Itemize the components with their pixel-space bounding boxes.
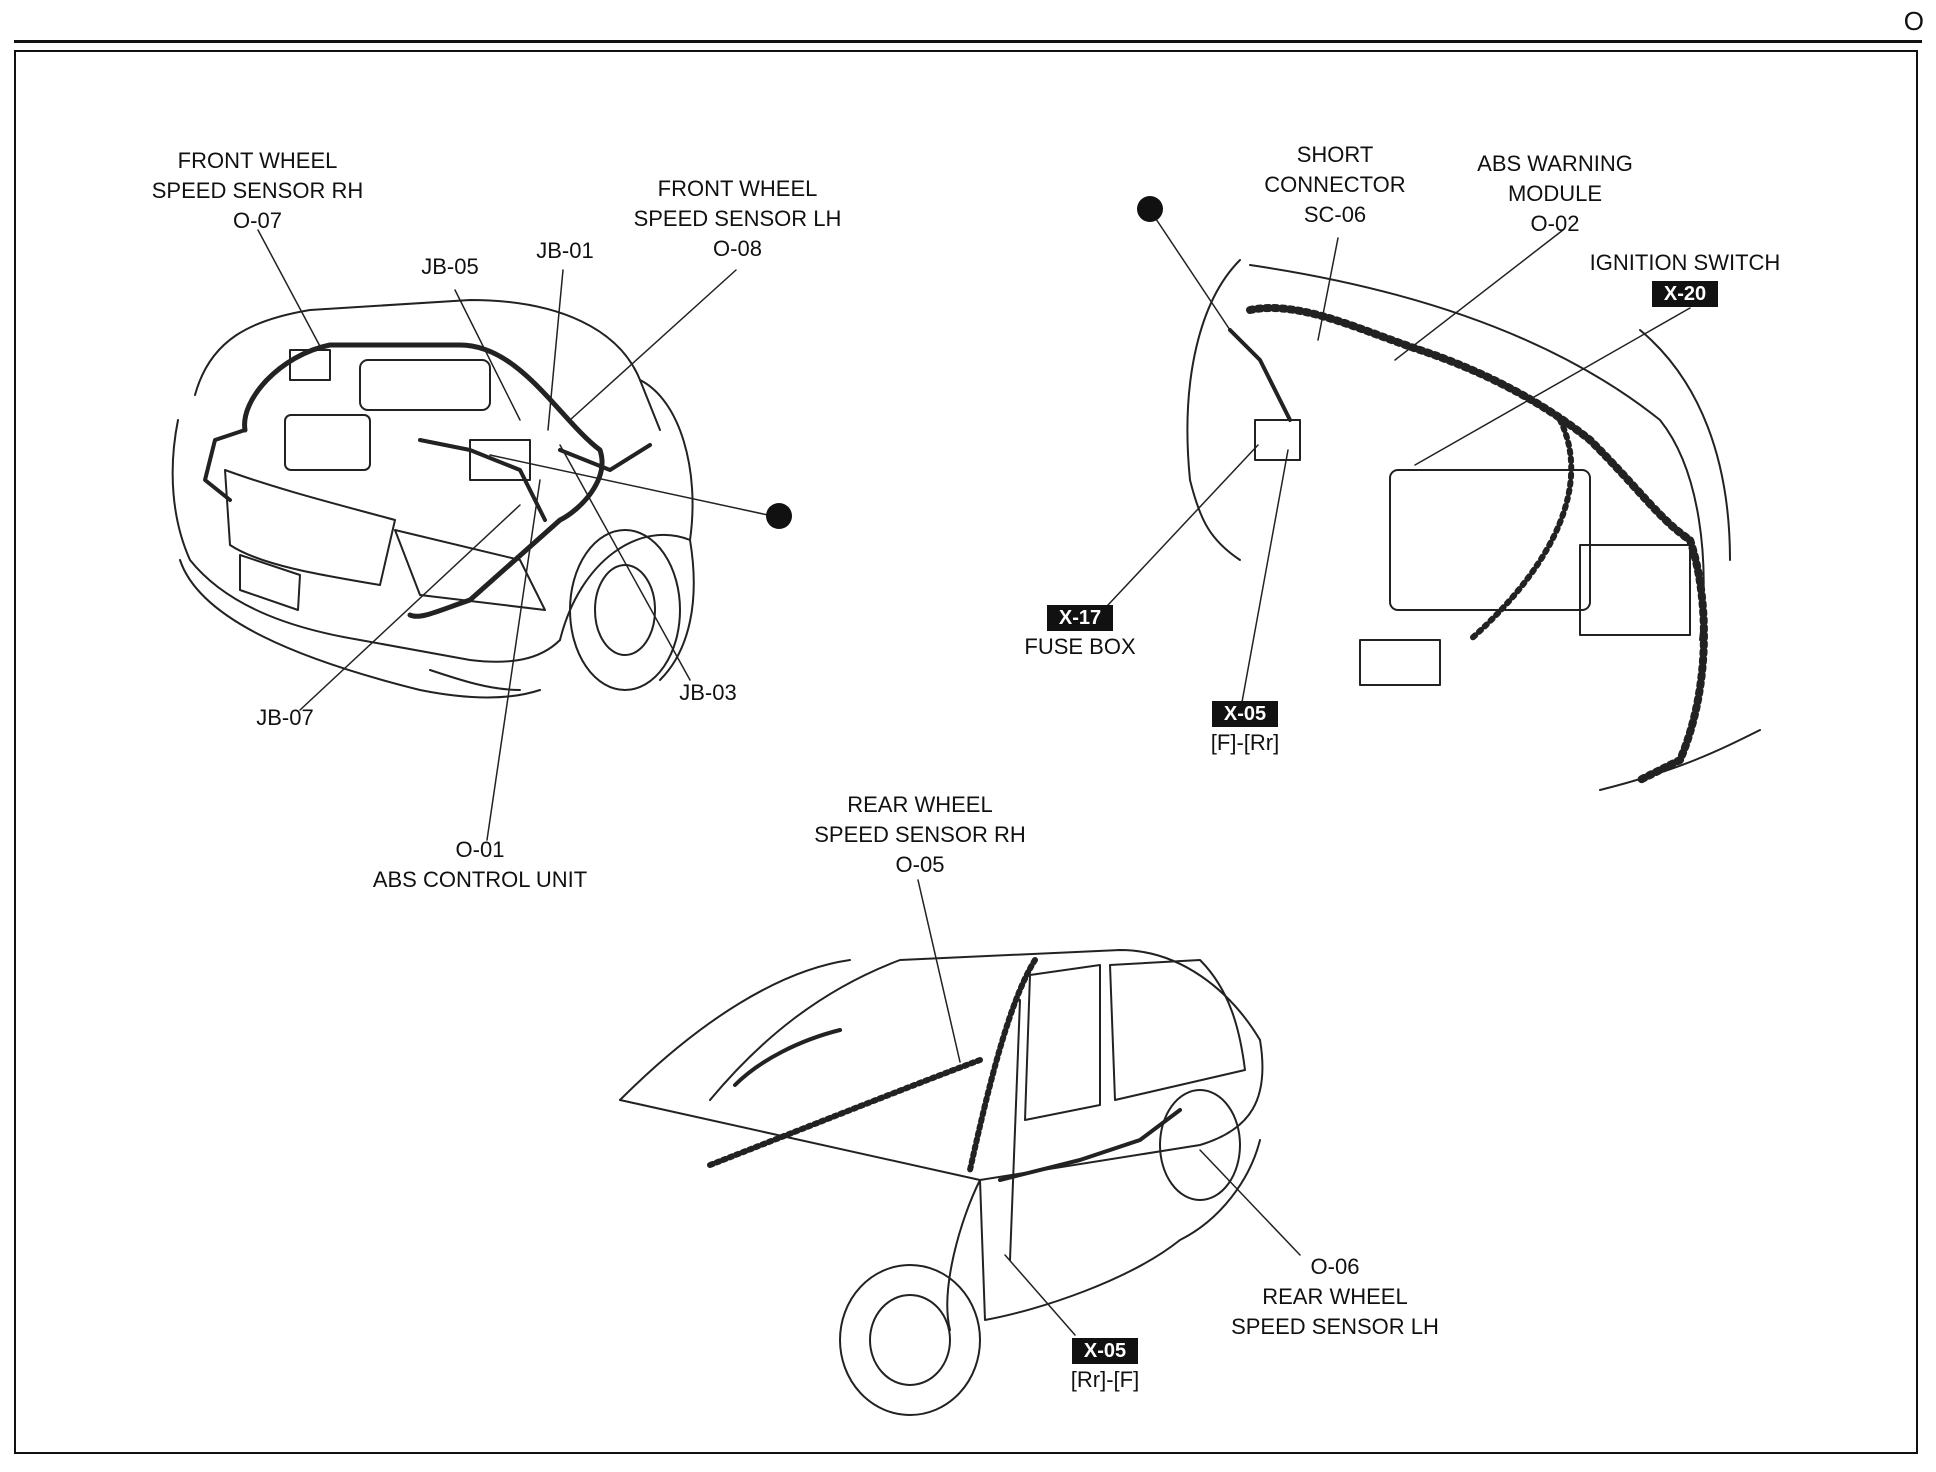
front-car-fog-light: [429, 669, 521, 691]
front-harness-branch-rh: [203, 428, 247, 502]
engine-block: [284, 414, 371, 471]
connector-tag-x-05-front: X-05: [1211, 701, 1279, 727]
sedan-front-wheel: [839, 1264, 981, 1416]
sedan-trunk-windshield: [619, 959, 851, 1101]
dash-a-pillar: [1186, 259, 1241, 561]
sedan-front-wheel-hub: [869, 1294, 951, 1386]
front-car-bumper: [179, 559, 541, 699]
label-front-wheel-speed-sensor-rh: FRONT WHEEL SPEED SENSOR RH O-07: [151, 148, 364, 233]
sedan-roof: [709, 949, 1261, 1101]
dash-harness-branch: [1467, 417, 1575, 643]
front-car-hood-outline: [194, 299, 661, 431]
diagram-frame: [14, 50, 1918, 1454]
label-fuse-box: X-17 FUSE BOX: [1024, 605, 1136, 659]
sedan-illustration: [619, 949, 1264, 1416]
sedan-rear-wheel: [1159, 1089, 1241, 1201]
front-car-wheel-hub: [594, 564, 656, 656]
front-harness-main: [242, 342, 605, 619]
callout-marker-1: [1137, 196, 1163, 222]
dash-leader-lines: [1107, 209, 1691, 703]
connector-tag-x-20: X-20: [1651, 281, 1719, 307]
dash-center-console: [1389, 469, 1591, 611]
front-car-illustration: [171, 299, 695, 699]
sedan-trunk-harness: [733, 1028, 842, 1087]
label-ignition-switch: IGNITION SWITCH X-20: [1589, 250, 1781, 307]
dashboard-illustration: [1186, 259, 1761, 791]
dash-harness-left: [1228, 328, 1292, 422]
label-jb-03: JB-03: [679, 680, 737, 705]
front-car-headlight: [394, 529, 546, 611]
front-car-body-outline: [171, 419, 561, 663]
dash-right-pillar: [1639, 329, 1731, 561]
page-letter: O: [1903, 6, 1924, 36]
label-front-wheel-speed-sensor-lh: FRONT WHEEL SPEED SENSOR LH O-08: [633, 176, 842, 261]
label-short-connector: SHORT CONNECTOR SC-06: [1264, 142, 1406, 227]
front-harness-branch-center: [418, 438, 547, 522]
label-rear-wheel-speed-sensor-lh: O-06 REAR WHEEL SPEED SENSOR LH: [1231, 1254, 1439, 1339]
header-rule: [14, 40, 1922, 43]
intake-manifold: [359, 359, 491, 411]
sedan-window-1: [1024, 964, 1101, 1121]
label-rear-wheel-speed-sensor-rh: REAR WHEEL SPEED SENSOR RH O-05: [814, 792, 1026, 877]
sedan-floor-harness: [998, 1108, 1182, 1182]
front-leader-lines: [257, 229, 769, 841]
front-car-wheel: [569, 529, 681, 691]
label-abs-warning-module: ABS WARNING MODULE O-02: [1477, 151, 1633, 236]
connector-tag-x-05-rear: X-05: [1071, 1338, 1139, 1364]
label-jb-01: JB-01: [536, 238, 594, 263]
battery-box: [289, 349, 331, 381]
label-abs-control-unit: O-01 ABS CONTROL UNIT: [372, 837, 588, 892]
dash-module-box: [1359, 639, 1441, 686]
front-car-grille: [224, 469, 396, 586]
label-jb-05: JB-05: [421, 254, 479, 279]
dash-harness-main: [1246, 304, 1708, 784]
dash-windshield-edge: [1249, 264, 1705, 641]
sedan-body-top: [619, 1039, 1264, 1181]
sedan-rear-harness: [707, 1057, 983, 1168]
dash-glovebox: [1579, 544, 1691, 636]
connector-tag-x-17: X-17: [1046, 605, 1114, 631]
label-x-05-front: X-05 [F]-[Rr]: [1210, 701, 1280, 755]
label-jb-07: JB-07: [256, 705, 314, 730]
sedan-front: [946, 1179, 981, 1331]
sedan-leader-lines: [917, 879, 1301, 1336]
front-harness-branch-lh: [558, 443, 652, 472]
callout-marker-2: [766, 503, 792, 529]
fuse-box-block: [1254, 419, 1301, 461]
abs-control-unit-box: [469, 439, 531, 481]
front-car-fender: [639, 379, 694, 541]
sedan-window-2: [1109, 959, 1246, 1101]
sedan-pillar-harness: [967, 957, 1038, 1173]
sedan-body-lower: [979, 1139, 1261, 1321]
front-car-license-plate: [239, 554, 301, 611]
sedan-door-line: [1009, 999, 1021, 1261]
dash-floor-line: [1599, 729, 1761, 791]
label-x-05-rear: X-05 [Rr]-[F]: [1070, 1338, 1140, 1392]
